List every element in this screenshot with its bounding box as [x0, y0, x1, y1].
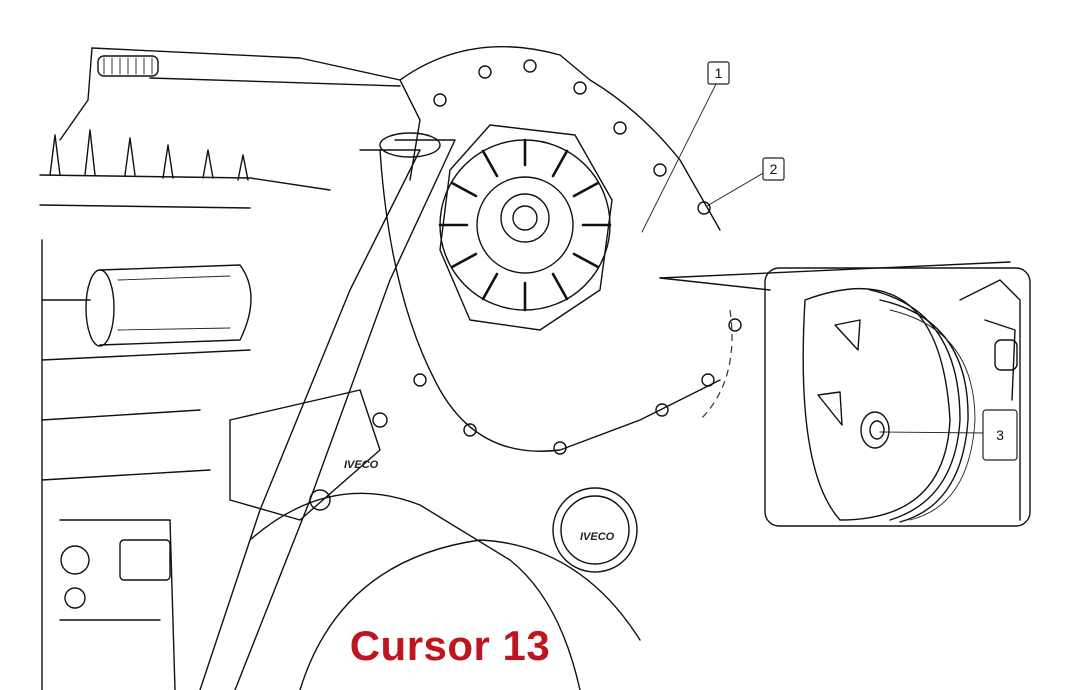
oil-filler-cap	[97, 55, 159, 77]
engine-model-caption: Cursor 13	[349, 622, 551, 669]
callout-1: 1	[707, 61, 730, 85]
engine-block	[41, 239, 251, 690]
fan-hub	[438, 124, 613, 331]
inset-detail	[764, 267, 1031, 527]
callout-2-label: 2	[770, 161, 778, 177]
front-cover: IVECO IVECO	[229, 389, 641, 690]
intake-pipe	[85, 264, 252, 347]
timing-cover	[379, 46, 742, 455]
cylinder-head	[39, 47, 421, 209]
zoom-projection	[659, 261, 1011, 291]
iveco-logo-1: IVECO	[344, 459, 379, 471]
iveco-logo-2: IVECO	[580, 531, 615, 543]
callout-2: 2	[762, 157, 785, 181]
leader-lines	[641, 83, 986, 434]
coolant-pipe	[199, 132, 456, 690]
callout-1-label: 1	[715, 65, 723, 81]
callout-3-label: 3	[996, 427, 1004, 443]
callout-3: 3	[982, 409, 1018, 461]
